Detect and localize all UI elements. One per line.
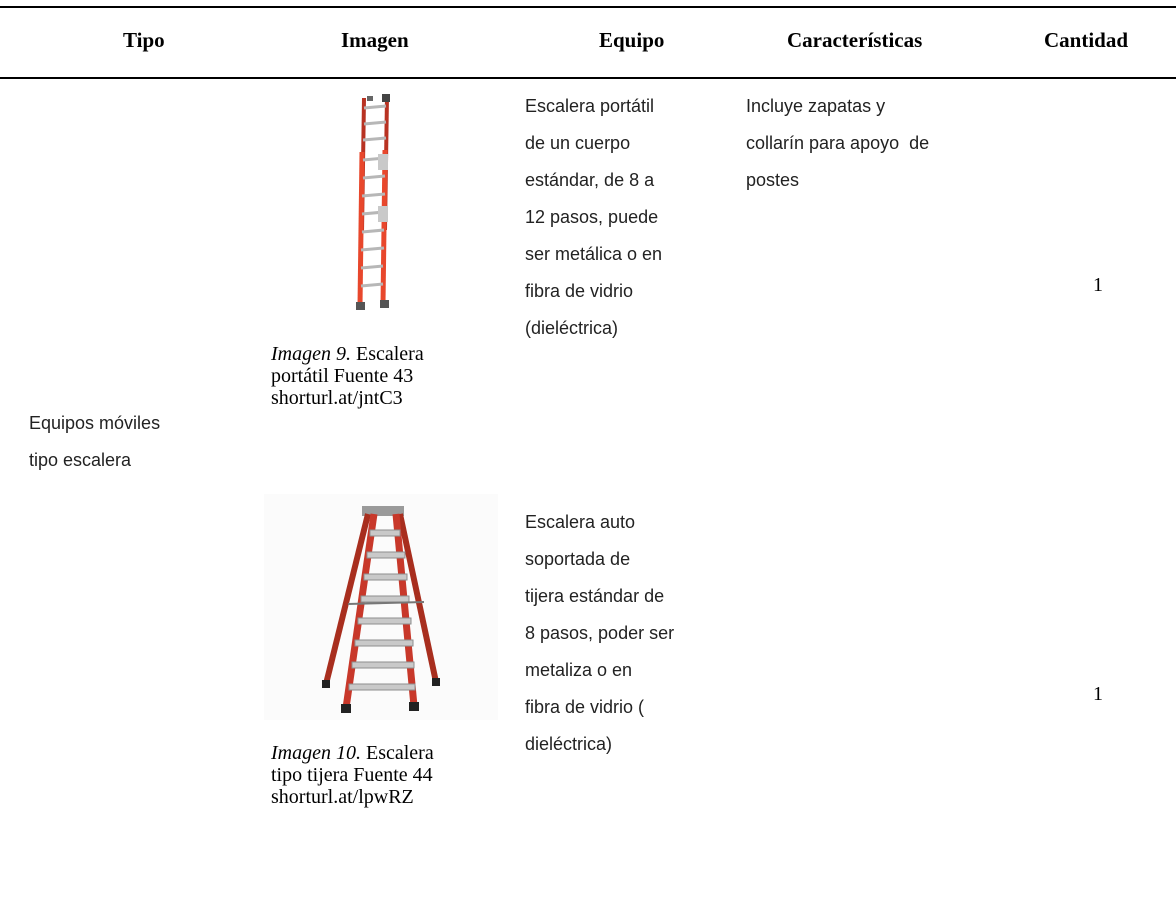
caption-imagen-10: Imagen 10. Escalera tipo tijera Fuente 4… — [271, 742, 434, 808]
caption-line-3: shorturl.at/lpwRZ — [271, 786, 414, 808]
table-top-rule — [0, 6, 1176, 8]
equipo-line: 8 pasos, poder ser — [525, 623, 675, 643]
caption-line-1: Imagen 9. Escalera — [271, 343, 424, 365]
caption-label: Imagen 10. — [271, 742, 361, 764]
caption-line-1: Imagen 10. Escalera — [271, 742, 434, 764]
caption-line-2: portátil Fuente 43 — [271, 365, 414, 387]
equipo-cell-row-1: Escalera portátil de un cuerpo estándar,… — [525, 88, 662, 347]
equipo-line: dieléctrica) — [525, 734, 613, 754]
equipo-cell-row-2: Escalera auto soportada de tijera estánd… — [525, 504, 674, 763]
header-cantidad: Cantidad — [1044, 28, 1129, 52]
cantidad-cell-row-1: 1 — [1093, 274, 1103, 296]
header-caracteristicas: Características — [787, 28, 923, 52]
caracteristicas-line: Incluye zapatas y — [746, 96, 886, 116]
caption-imagen-9: Imagen 9. Escalera portátil Fuente 43 sh… — [271, 343, 424, 409]
equipo-line: (dieléctrica) — [525, 318, 619, 338]
caption-line-3: shorturl.at/jntC3 — [271, 387, 403, 409]
equipo-line: tijera estándar de — [525, 586, 665, 606]
caption-line-2: tipo tijera Fuente 44 — [271, 764, 433, 786]
equipo-line: soportada de — [525, 549, 631, 569]
tipo-line-1: Equipos móviles — [29, 413, 161, 433]
equipo-line: estándar, de 8 a — [525, 170, 655, 190]
caracteristicas-line: collarín para apoyo de — [746, 133, 930, 153]
extension-ladder-icon — [356, 94, 390, 310]
tipo-cell: Equipos móviles tipo escalera — [29, 405, 160, 479]
equipo-line: fibra de vidrio — [525, 281, 634, 301]
equipo-line: Escalera portátil — [525, 96, 655, 116]
equipo-line: de un cuerpo — [525, 133, 631, 153]
caracteristicas-line: postes — [746, 170, 800, 190]
header-tipo: Tipo — [123, 28, 165, 52]
equipo-line: ser metálica o en — [525, 244, 663, 264]
header-imagen: Imagen — [341, 28, 409, 52]
caption-title: Escalera — [360, 742, 434, 764]
header-bottom-rule — [0, 77, 1176, 79]
header-equipo: Equipo — [599, 28, 665, 52]
equipo-line: fibra de vidrio ( — [525, 697, 645, 717]
caption-label: Imagen 9. — [271, 343, 351, 365]
equipo-line: Escalera auto — [525, 512, 636, 532]
caracteristicas-cell-row-1: Incluye zapatas y collarín para apoyo de… — [746, 88, 929, 199]
equipo-line: metaliza o en — [525, 660, 633, 680]
step-ladder-icon — [264, 494, 498, 720]
tipo-line-2: tipo escalera — [29, 450, 132, 470]
cantidad-cell-row-2: 1 — [1093, 683, 1103, 705]
caption-title: Escalera — [350, 343, 424, 365]
equipo-line: 12 pasos, puede — [525, 207, 659, 227]
